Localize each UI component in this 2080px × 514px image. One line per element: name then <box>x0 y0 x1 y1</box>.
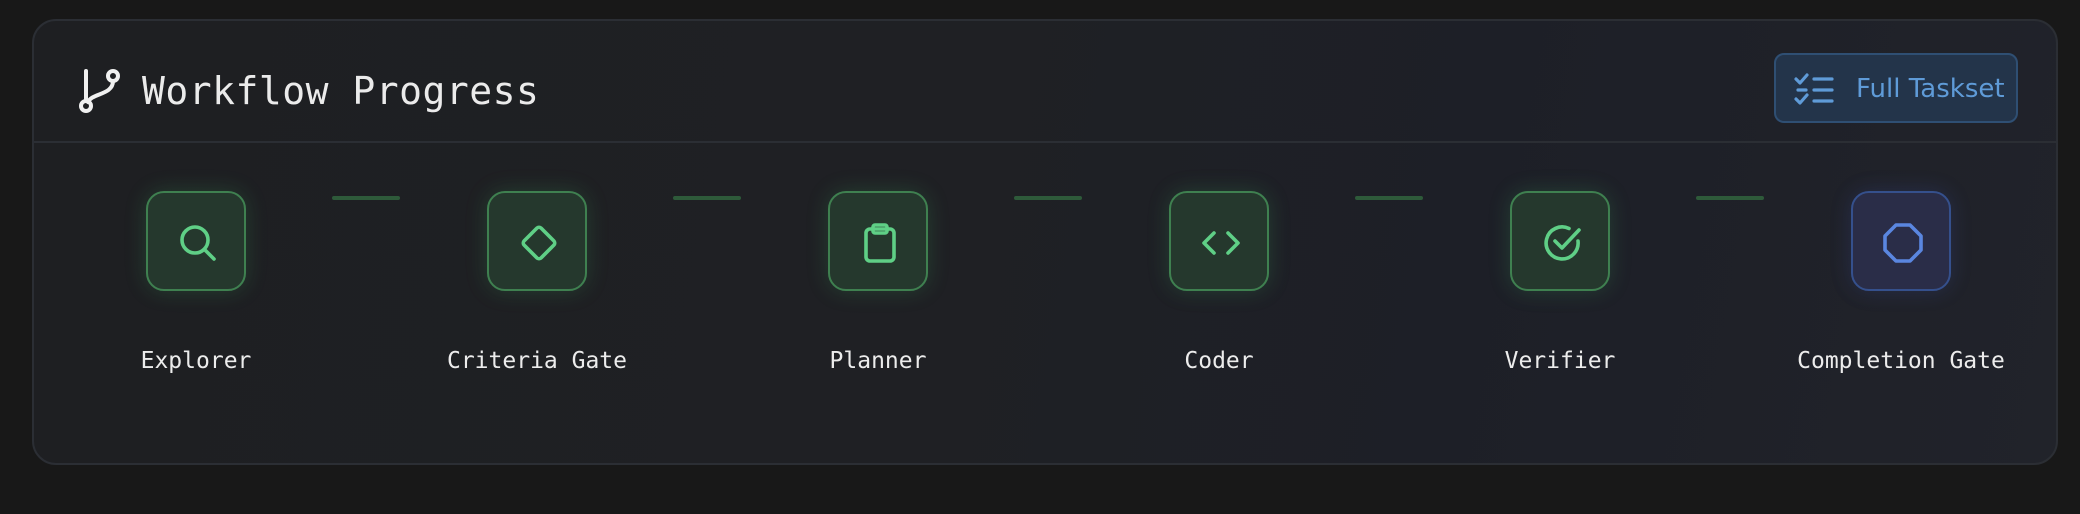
code-icon <box>1202 231 1240 255</box>
step-criteria-gate[interactable]: Criteria Gate <box>407 191 667 381</box>
step-label: Verifier <box>1504 348 1616 374</box>
card-header: Workflow Progress Full Taskset <box>34 21 2056 143</box>
diamond-icon <box>521 225 557 261</box>
step-planner[interactable]: Planner <box>748 191 1008 381</box>
search-icon <box>180 225 216 261</box>
page-title: Workflow Progress <box>142 69 540 113</box>
step-completion-gate[interactable]: Completion Gate <box>1771 191 2031 381</box>
step-connector <box>1014 196 1082 200</box>
full-taskset-button[interactable]: Full Taskset <box>1774 53 2018 123</box>
step-tile <box>828 191 928 291</box>
step-tile <box>1851 191 1951 291</box>
step-connector <box>673 196 741 200</box>
step-label: Planner <box>829 348 927 374</box>
step-verifier[interactable]: Verifier <box>1430 191 1690 381</box>
step-tile <box>487 191 587 291</box>
step-label: Completion Gate <box>1797 348 2005 374</box>
step-connector <box>1696 196 1764 200</box>
step-coder[interactable]: Coder <box>1089 191 1349 381</box>
clipboard-icon <box>864 223 896 263</box>
step-label: Coder <box>1184 348 1254 374</box>
step-tile <box>1169 191 1269 291</box>
step-label: Criteria Gate <box>446 348 627 374</box>
check-circle-icon <box>1544 225 1581 261</box>
step-connector <box>1355 196 1423 200</box>
workflow-progress-card: Workflow Progress Full Taskset Explorer <box>32 19 2058 465</box>
step-tile <box>1510 191 1610 291</box>
full-taskset-label: Full Taskset <box>1856 74 2005 104</box>
step-tile <box>146 191 246 291</box>
step-explorer[interactable]: Explorer <box>66 191 326 381</box>
git-branch-icon <box>79 69 120 113</box>
step-label: Explorer <box>140 348 252 374</box>
list-checks-icon <box>1794 73 1834 105</box>
step-connector <box>332 196 400 200</box>
octagon-icon <box>1883 223 1923 263</box>
